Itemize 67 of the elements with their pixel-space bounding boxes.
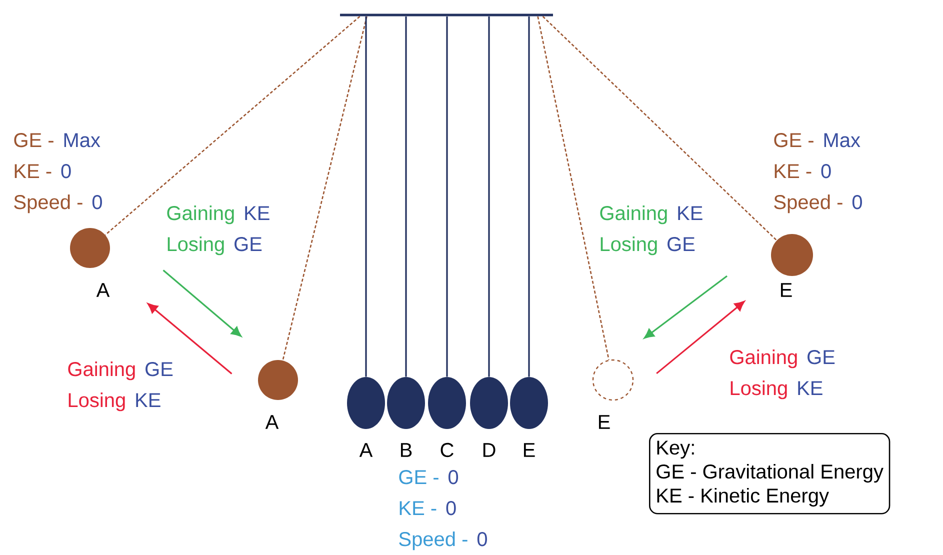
state-text: GE [668, 237, 695, 252]
state-text: 0 [61, 164, 71, 178]
ball-letter: E [598, 415, 610, 429]
state-text: KE [798, 381, 822, 395]
state-text: KE - [400, 501, 436, 515]
state-text: Max [64, 133, 100, 148]
ball-letter: E [524, 443, 535, 457]
arrow [148, 303, 232, 374]
pendulum-ball [387, 377, 425, 429]
state-text: Gaining [600, 206, 667, 224]
pendulum-ball [258, 360, 298, 400]
state-text: Losing [68, 392, 125, 412]
string [365, 16, 367, 377]
state-text: Losing [168, 236, 224, 256]
pendulum-ball [428, 377, 466, 429]
state-text: Gaining [68, 362, 135, 380]
state-text: Gaining [167, 206, 234, 224]
state-text: GE [234, 237, 262, 252]
pendulum-ball [592, 359, 634, 401]
state-text: KE - [774, 164, 812, 178]
state-text: Losing [730, 380, 787, 400]
state-text: GE - [399, 470, 438, 484]
state-text: 0 [92, 195, 102, 210]
string [282, 16, 368, 361]
pendulum-ball [347, 377, 385, 429]
ball-letter: A [96, 283, 110, 297]
ball-letter: A [359, 443, 373, 457]
state-text: 0 [446, 501, 456, 516]
string [542, 16, 778, 241]
state-text: KE - [14, 164, 52, 178]
state-text: KE [678, 206, 702, 220]
ball-letter: E [780, 283, 792, 297]
state-text: GE [808, 350, 835, 364]
key-box: Key: GE - Gravitational Energy KE - Kinetic Energy [649, 433, 890, 514]
state-text: 0 [852, 195, 862, 210]
state-text: Max [824, 133, 860, 148]
state-text: Losing [600, 236, 657, 256]
ball-letter: C [440, 442, 454, 458]
state-text: KE [245, 206, 270, 220]
pendulum-ball [70, 228, 110, 268]
ball-letter: A [265, 415, 279, 429]
string [537, 16, 610, 360]
pendulum-ball [470, 377, 508, 429]
state-text: GE - [774, 133, 814, 148]
string [104, 16, 360, 236]
string [528, 16, 530, 377]
state-text: Gaining [730, 350, 797, 368]
support-bar [340, 14, 553, 16]
state-text: GE [146, 362, 173, 376]
state-text: GE - [14, 133, 54, 148]
string [488, 16, 490, 377]
state-text: 0 [477, 532, 487, 546]
state-text: Speed - [14, 194, 82, 214]
state-text: Speed - [399, 532, 468, 550]
ball-letter: B [400, 443, 412, 457]
pendulum-ball [510, 377, 548, 429]
state-text: Speed - [774, 194, 842, 214]
arrow [644, 275, 728, 339]
arrow [656, 300, 745, 374]
arrow [162, 270, 242, 337]
state-text: 0 [821, 164, 831, 178]
ball-letter: D [483, 443, 496, 457]
state-text: 0 [448, 470, 458, 484]
string [446, 16, 448, 377]
state-text: KE [136, 393, 160, 407]
string [405, 16, 407, 377]
pendulum-ball [771, 234, 813, 276]
